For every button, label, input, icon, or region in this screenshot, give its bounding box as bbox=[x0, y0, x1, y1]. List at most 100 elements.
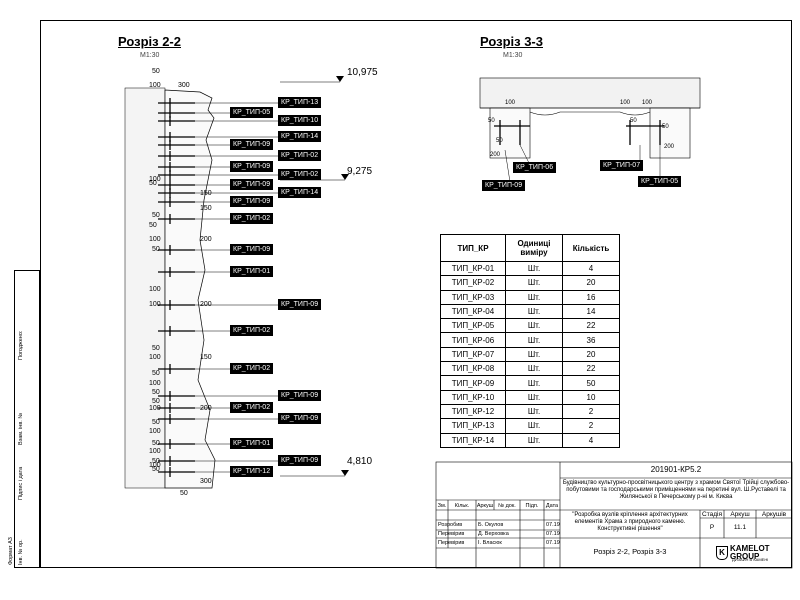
tb-stage-label: Стадія bbox=[702, 511, 722, 518]
section-33-scale: М1:30 bbox=[503, 52, 523, 59]
elevation-top: 10,975 bbox=[347, 67, 378, 78]
tag-22-22: КР_ТИП-09 bbox=[278, 455, 322, 466]
dim-22-17: 50 bbox=[152, 389, 160, 396]
tb-sheet-label: Аркуш bbox=[730, 511, 750, 518]
dim-22-16: 100 bbox=[149, 380, 161, 387]
dim-22-26: 100 bbox=[149, 462, 161, 469]
drawing-frame bbox=[40, 20, 792, 568]
tb-drawing-name: "Розробка вузлів кріплення архітектурних… bbox=[572, 512, 688, 532]
tag-22-4: КР_ТИП-14 bbox=[278, 131, 322, 142]
tb-sheets-label: Аркушів bbox=[761, 511, 787, 518]
dim-22-25: 50 bbox=[152, 458, 160, 465]
dim-22-28: 50 bbox=[152, 370, 160, 377]
tb-code: 201901-КР5.2 bbox=[650, 465, 702, 474]
tag-22-18: КР_ТИП-09 bbox=[278, 390, 322, 401]
section-22-title: Розріз 2-2 bbox=[118, 34, 181, 49]
tag-22-23: КР_ТИП-12 bbox=[230, 466, 274, 477]
wall-hatch bbox=[124, 87, 166, 489]
table-header-unit: Одиниці виміру bbox=[505, 234, 563, 262]
tag-22-14: КР_ТИП-01 bbox=[230, 266, 274, 277]
dim-22-27: 50 bbox=[152, 466, 160, 473]
dim-22-4: 50 bbox=[149, 180, 157, 187]
tag-22-6: КР_ТИП-02 bbox=[278, 150, 322, 161]
tb-logo-sub: ДИЗАЙН В КАМЕНІ bbox=[732, 557, 769, 562]
dim-33-6: 50 bbox=[630, 118, 637, 124]
tb-sheet: 11.1 bbox=[733, 524, 747, 531]
tag-22-9: КР_ТИП-09 bbox=[230, 179, 274, 190]
dim-22-11: 100 bbox=[149, 301, 161, 308]
tag-22-5: КР_ТИП-09 bbox=[230, 139, 274, 150]
tb-logo: KAMELOT GROUP bbox=[730, 544, 770, 561]
tb-stage: Р bbox=[709, 524, 715, 531]
tb-col-header: Підп. bbox=[525, 503, 539, 509]
dim-33-1: 100 bbox=[505, 100, 516, 106]
dim-33-7: 100 bbox=[642, 100, 653, 106]
tag-22-13: КР_ТИП-09 bbox=[230, 244, 274, 255]
tag-33-2: КР_ТИП-09 bbox=[482, 180, 526, 191]
tag-22-21: КР_ТИП-01 bbox=[230, 438, 274, 449]
dim-22-20: 200 bbox=[200, 405, 212, 412]
dim-22-32: 100 bbox=[149, 176, 161, 183]
dim-22-5: 150 bbox=[200, 190, 212, 197]
dim-33-5: 100 bbox=[620, 100, 631, 106]
tag-33-3: КР_ТИП-07 bbox=[600, 160, 644, 171]
dim-22-3: 300 bbox=[178, 82, 190, 89]
tb-col-header: Дата bbox=[545, 503, 559, 509]
dim-22-1: 50 bbox=[152, 68, 160, 75]
dim-22-6: 150 bbox=[200, 205, 212, 212]
dim-22-8: 100 bbox=[149, 236, 161, 243]
spec-table: ТИП_КР Одиниці виміру Кількість ТИП_КР-0… bbox=[440, 234, 620, 448]
tb-sheet-title: Розріз 2-2, Розріз 3-3 bbox=[593, 547, 667, 556]
tb-col-header: Кільк. bbox=[454, 503, 470, 509]
tag-22-20: КР_ТИП-09 bbox=[278, 413, 322, 424]
section-22-scale: М1:30 bbox=[140, 52, 160, 59]
tag-22-11: КР_ТИП-09 bbox=[230, 196, 274, 207]
dim-33-8: 50 bbox=[662, 124, 669, 130]
tag-22-19: КР_ТИП-02 bbox=[230, 402, 274, 413]
side-stamp bbox=[14, 270, 40, 568]
tb-date: 07.19 bbox=[546, 531, 560, 537]
tag-22-15: КР_ТИП-09 bbox=[278, 299, 322, 310]
elevation-bottom: 4,810 bbox=[347, 456, 373, 467]
tb-date: 07.19 bbox=[546, 522, 560, 528]
dim-22-21: 100 bbox=[149, 428, 161, 435]
dim-22-19: 100 bbox=[149, 405, 161, 412]
tb-person: Б. Окулов bbox=[478, 522, 504, 528]
tb-date: 07.19 bbox=[546, 540, 560, 546]
dim-22-10: 50 bbox=[152, 246, 160, 253]
tag-22-10: КР_ТИП-14 bbox=[278, 187, 322, 198]
dim-22-15: 150 bbox=[200, 354, 212, 361]
dim-22-13: 50 bbox=[152, 345, 160, 352]
dim-33-3: 50 bbox=[496, 138, 503, 144]
dim-22-29: 50 bbox=[152, 419, 160, 426]
kamelot-logo-icon: K bbox=[716, 546, 728, 560]
section-33-title: Розріз 3-3 bbox=[480, 34, 543, 49]
tag-22-17: КР_ТИП-02 bbox=[230, 363, 274, 374]
dim-22-14: 100 bbox=[149, 354, 161, 361]
tb-col-header: № док. bbox=[498, 503, 516, 509]
tb-role: Перевірив bbox=[438, 531, 465, 537]
dim-22-22: 50 bbox=[152, 440, 160, 447]
tag-22-16: КР_ТИП-02 bbox=[230, 325, 274, 336]
tb-person: І. Власюк bbox=[478, 540, 502, 546]
dim-22-33: 50 bbox=[149, 222, 157, 229]
tag-22-12: КР_ТИП-02 bbox=[230, 213, 274, 224]
tag-22-2: КР_ТИП-05 bbox=[230, 107, 274, 118]
tag-22-8: КР_ТИП-02 bbox=[278, 169, 322, 180]
tag-22-1: КР_ТИП-13 bbox=[278, 97, 322, 108]
tb-role: Перевірив bbox=[438, 540, 465, 546]
